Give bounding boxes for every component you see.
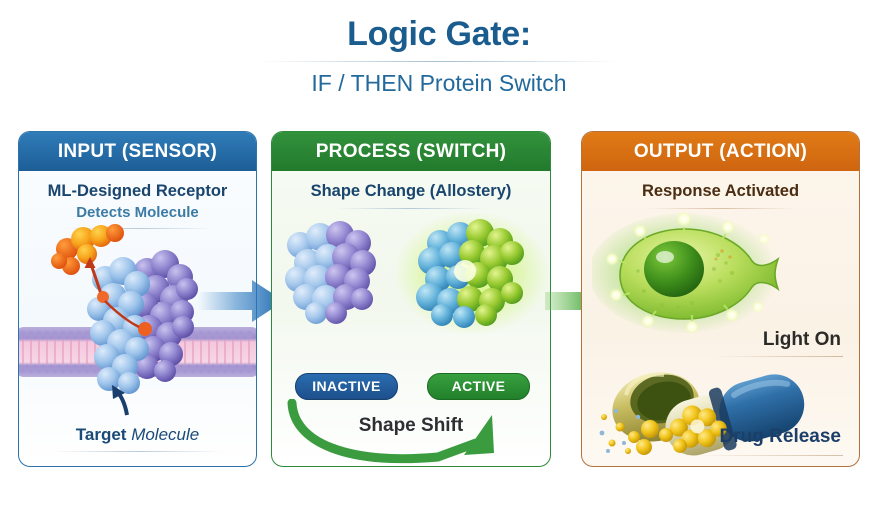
- target-pointer-arrow: [112, 385, 129, 416]
- shape-shift-label: Shape Shift: [358, 415, 464, 436]
- capsule-granules-inside: [669, 405, 727, 453]
- process-caption-divider: [336, 208, 486, 209]
- target-molecule-label-italic: Molecule: [131, 425, 200, 444]
- status-badge-inactive: INACTIVE: [295, 373, 398, 400]
- panel-process-switch: PROCESS (SWITCH) Shape Change (Allostery…: [271, 131, 551, 467]
- input-caption-divider: [62, 228, 213, 229]
- panel-input-header: INPUT (SENSOR): [19, 132, 256, 171]
- input-footer-divider: [52, 451, 223, 452]
- glowing-cell-icon: [592, 211, 780, 334]
- status-badge-active: ACTIVE: [427, 373, 530, 400]
- protein-conformations-icon: [285, 213, 550, 333]
- panel-output-header: OUTPUT (ACTION): [582, 132, 859, 171]
- panel-output-action: OUTPUT (ACTION) Response Activated: [581, 131, 860, 467]
- drug-release-label: Drug Release: [719, 426, 841, 447]
- input-footer: Target Molecule: [19, 425, 256, 452]
- membrane-receptor-icon: [19, 224, 256, 416]
- panel-input-sensor: INPUT (SENSOR) ML-Designed Receptor Dete…: [18, 131, 257, 467]
- drug-capsule-icon: [599, 372, 805, 456]
- target-molecule-label: Target Molecule: [19, 425, 256, 445]
- page-title: Logic Gate:: [347, 15, 531, 53]
- target-ligand-molecule: [51, 224, 124, 275]
- target-molecule-label-bold: Target: [75, 425, 127, 444]
- output-caption-divider: [645, 208, 796, 209]
- light-sparks: [605, 211, 770, 334]
- arrow-right-blue-icon: [198, 280, 284, 322]
- shape-shift-arrow-icon: [287, 399, 494, 464]
- panel-output-body: Response Activated: [582, 171, 859, 466]
- receptor-protein-blue: [87, 257, 150, 394]
- light-on-divider: [715, 356, 843, 357]
- title-block: Logic Gate: IF / THEN Protein Switch: [0, 15, 878, 97]
- light-on-label: Light On: [762, 329, 841, 350]
- panel-process-body: Shape Change (Allostery): [272, 171, 550, 466]
- binding-arrow: [84, 257, 152, 336]
- active-protein-icon: [394, 213, 550, 333]
- spilled-granules: [599, 408, 673, 455]
- process-caption-primary: Shape Change (Allostery): [310, 182, 512, 200]
- page-subtitle: IF / THEN Protein Switch: [311, 70, 567, 97]
- input-caption-primary: ML-Designed Receptor: [47, 182, 228, 200]
- panel-input-body: ML-Designed Receptor Detects Molecule: [19, 171, 256, 466]
- panel-process-header: PROCESS (SWITCH): [272, 132, 550, 171]
- output-caption-primary: Response Activated: [641, 182, 800, 200]
- inactive-protein-icon: [285, 221, 376, 324]
- title-divider: [259, 61, 619, 63]
- input-caption-secondary: Detects Molecule: [76, 204, 199, 221]
- drug-release-divider: [693, 455, 843, 456]
- capsule-body: [665, 374, 805, 456]
